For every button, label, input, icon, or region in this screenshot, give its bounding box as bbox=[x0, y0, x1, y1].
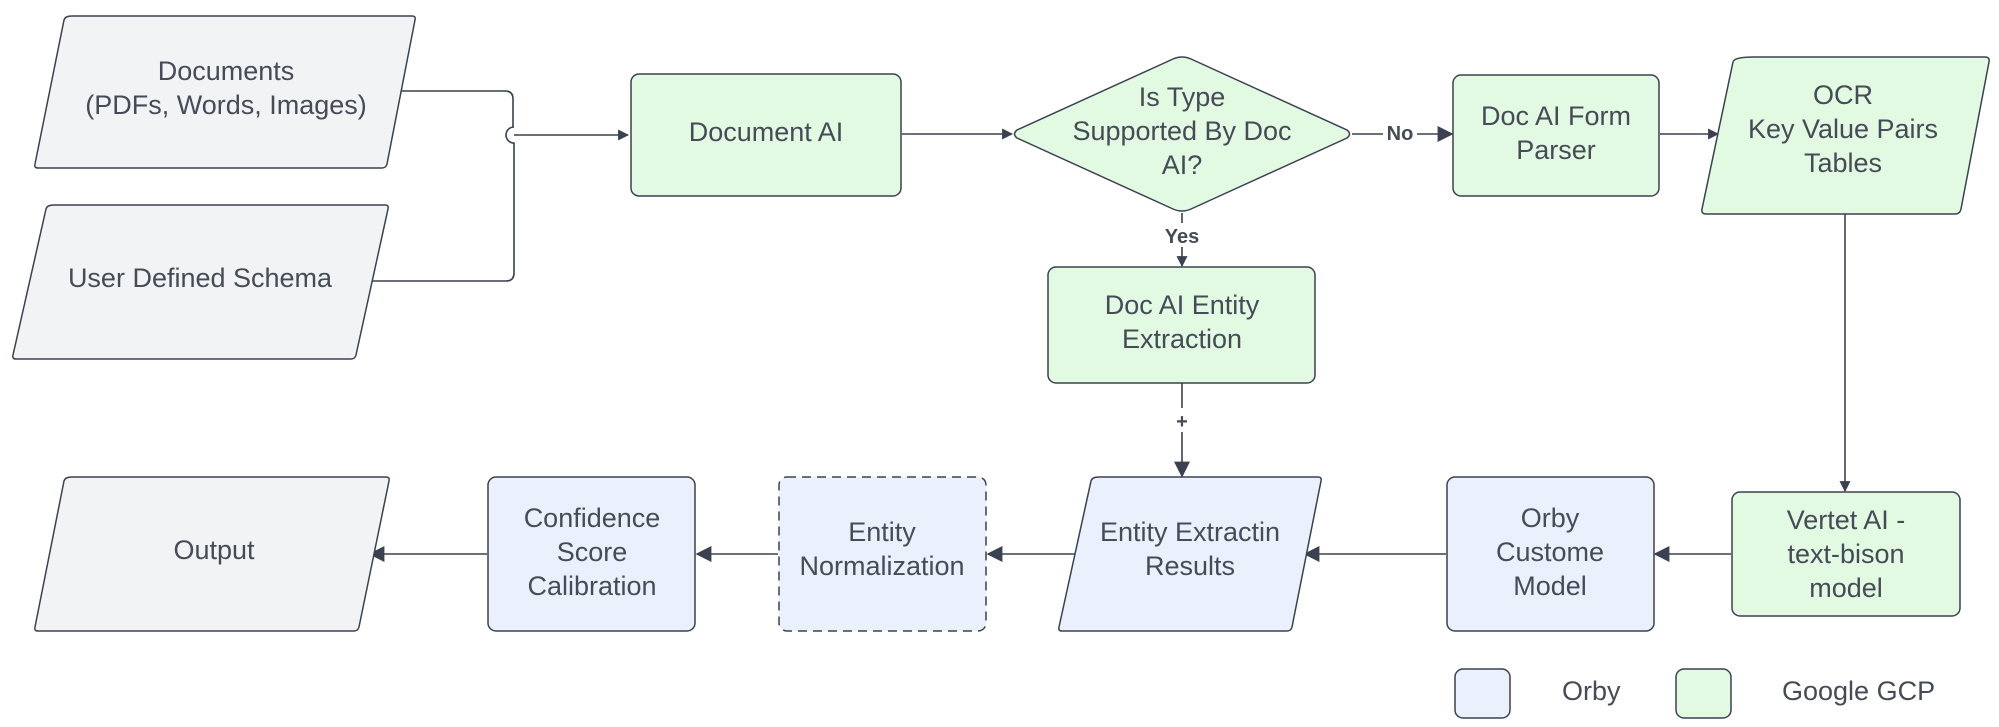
legend-orby-label: Orby bbox=[1562, 676, 1621, 706]
decision-line-1: Is Type bbox=[1139, 82, 1226, 112]
node-results: Entity Extractin Results bbox=[1058, 476, 1322, 632]
node-documents: Documents (PDFs, Words, Images) bbox=[34, 15, 416, 169]
orby-model-line-1: Orby bbox=[1521, 503, 1580, 533]
node-form-parser: Doc AI Form Parser bbox=[1452, 74, 1660, 197]
document-ai-text: Document AI bbox=[689, 117, 844, 147]
ocr-line-3: Tables bbox=[1804, 148, 1882, 178]
entity-extraction-line-2: Extraction bbox=[1122, 324, 1242, 354]
calibration-line-1: Confidence bbox=[524, 503, 661, 533]
node-user-defined-schema: User Defined Schema bbox=[12, 204, 389, 360]
orby-model-line-2: Custome bbox=[1496, 537, 1604, 567]
yes-label-bg bbox=[1158, 223, 1206, 247]
form-parser-line-1: Doc AI Form bbox=[1481, 101, 1631, 131]
entity-extraction-line-1: Doc AI Entity bbox=[1105, 290, 1260, 320]
vertex-line-2: text-bison bbox=[1787, 539, 1904, 569]
node-decision: Is Type Supported By Doc AI? bbox=[1013, 56, 1351, 212]
user-schema-text: User Defined Schema bbox=[68, 263, 333, 293]
legend-gcp-swatch bbox=[1675, 668, 1732, 719]
decision-line-3: AI? bbox=[1162, 150, 1203, 180]
output-text: Output bbox=[173, 535, 255, 565]
vertex-line-3: model bbox=[1809, 573, 1883, 603]
calibration-line-3: Calibration bbox=[527, 571, 656, 601]
results-line-2: Results bbox=[1145, 551, 1235, 581]
ocr-line-2: Key Value Pairs bbox=[1748, 114, 1938, 144]
no-label-bg bbox=[1383, 121, 1417, 145]
edge-schema-merge bbox=[372, 126, 515, 282]
plus-label-bg bbox=[1172, 408, 1192, 432]
node-document-ai: Document AI bbox=[630, 73, 902, 197]
legend-gcp-label: Google GCP bbox=[1782, 676, 1935, 706]
plus-label: + bbox=[1176, 411, 1188, 433]
legend-orby-swatch bbox=[1454, 668, 1511, 719]
legend: Orby Google GCP bbox=[1454, 668, 1935, 719]
normalization-line-1: Entity bbox=[848, 517, 916, 547]
no-label: No bbox=[1387, 123, 1414, 145]
node-calibration: Confidence Score Calibration bbox=[487, 476, 696, 632]
normalization-line-2: Normalization bbox=[799, 551, 964, 581]
node-output: Output bbox=[34, 476, 390, 632]
node-ocr: OCR Key Value Pairs Tables bbox=[1701, 56, 1990, 215]
orby-model-line-3: Model bbox=[1513, 571, 1587, 601]
ocr-line-1: OCR bbox=[1813, 80, 1873, 110]
edge-documents-merge bbox=[395, 90, 514, 127]
node-entity-extraction: Doc AI Entity Extraction bbox=[1047, 266, 1316, 384]
vertex-line-1: Vertet AI - bbox=[1787, 505, 1906, 535]
documents-line-1: Documents bbox=[158, 56, 295, 86]
form-parser-line-2: Parser bbox=[1516, 135, 1596, 165]
node-orby-model: Orby Custome Model bbox=[1446, 476, 1655, 632]
yes-label: Yes bbox=[1165, 226, 1199, 248]
decision-line-2: Supported By Doc bbox=[1072, 116, 1291, 146]
node-normalization: Entity Normalization bbox=[778, 476, 987, 632]
node-vertex-ai: Vertet AI - text-bison model bbox=[1731, 491, 1961, 617]
results-line-1: Entity Extractin bbox=[1100, 517, 1280, 547]
documents-line-2: (PDFs, Words, Images) bbox=[85, 90, 367, 120]
calibration-line-2: Score bbox=[557, 537, 628, 567]
